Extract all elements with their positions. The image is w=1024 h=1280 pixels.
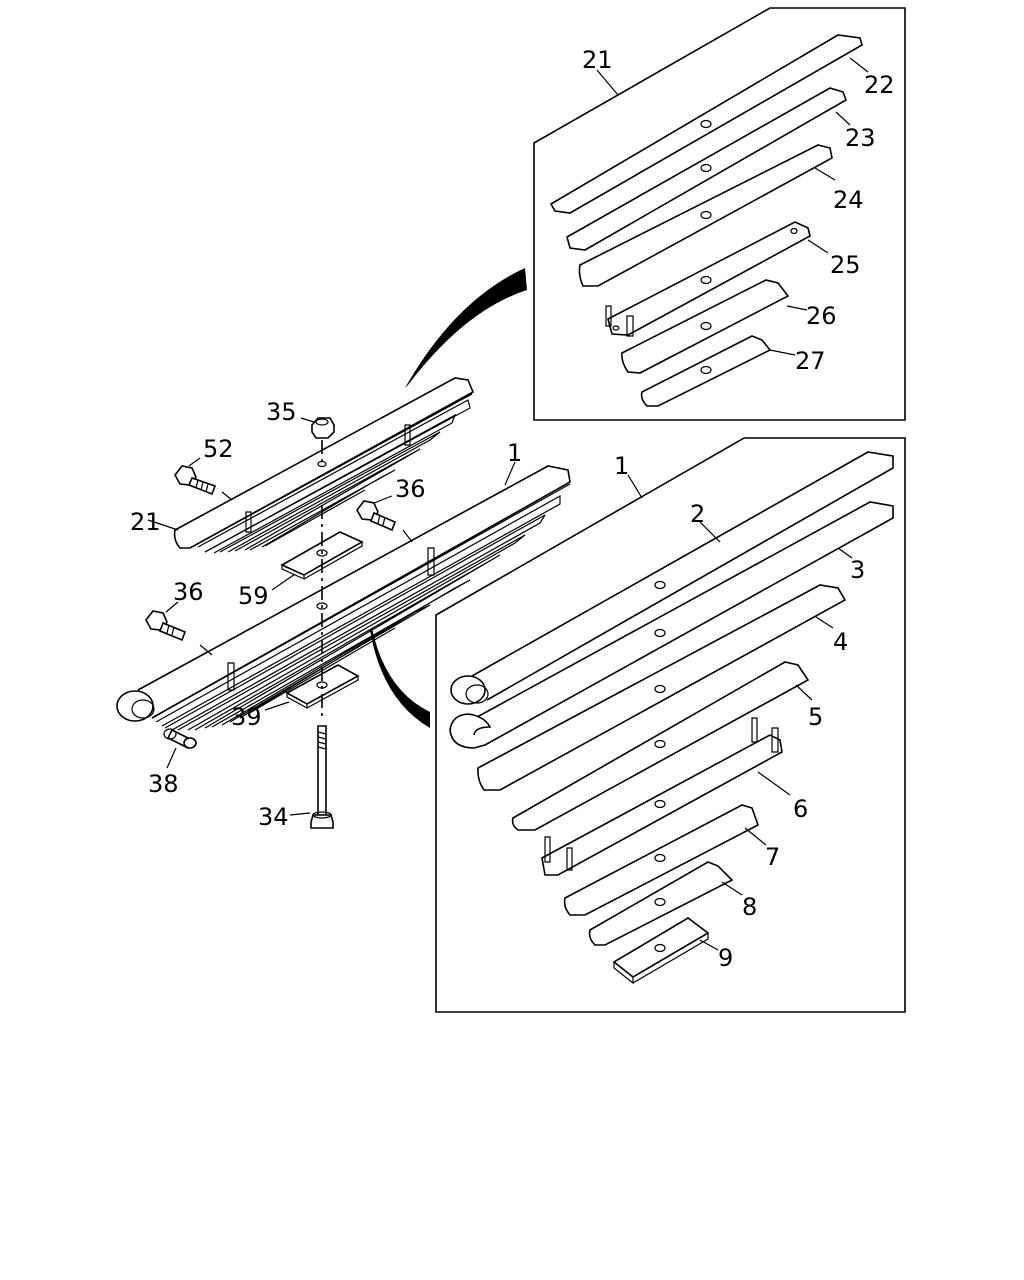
callout-8: 8 bbox=[742, 893, 757, 921]
leader-7 bbox=[744, 827, 767, 846]
detail-box-21-frame bbox=[533, 7, 906, 421]
bolt-36-left: 36 bbox=[145, 578, 213, 656]
callout-25: 25 bbox=[830, 251, 861, 279]
leaf-6 bbox=[541, 717, 783, 876]
leader-24 bbox=[814, 167, 836, 181]
leaf-8 bbox=[588, 861, 734, 946]
leader-21-assembly bbox=[147, 519, 179, 531]
spacer-plate-39: 39 bbox=[231, 664, 360, 731]
callout-1-box: 1 bbox=[614, 452, 629, 480]
callout-2: 2 bbox=[690, 500, 705, 528]
detail-box-1-frame bbox=[435, 437, 906, 1013]
callout-36-left: 36 bbox=[173, 578, 204, 606]
leaf-22 bbox=[549, 34, 863, 214]
leader-6 bbox=[757, 771, 791, 796]
leaf-5 bbox=[511, 661, 810, 831]
callout-39: 39 bbox=[231, 703, 262, 731]
callout-34: 34 bbox=[258, 803, 289, 831]
connector-arc-upper bbox=[405, 268, 527, 388]
callout-23: 23 bbox=[845, 124, 876, 152]
callout-35: 35 bbox=[266, 398, 297, 426]
leader-8 bbox=[721, 881, 743, 896]
callout-21-assembly: 21 bbox=[130, 508, 161, 536]
connector-arc-lower bbox=[370, 628, 430, 728]
callout-5: 5 bbox=[808, 703, 823, 731]
leaf-26 bbox=[621, 279, 790, 374]
leader-26 bbox=[786, 305, 808, 311]
center-bolt-34: 34 bbox=[258, 725, 334, 831]
leader-1-box bbox=[627, 474, 643, 499]
leaf-25 bbox=[605, 221, 811, 337]
callout-3: 3 bbox=[850, 556, 865, 584]
leaf-27 bbox=[640, 335, 772, 407]
leader-5 bbox=[795, 684, 813, 701]
leaf-2 bbox=[450, 451, 894, 705]
detail-box-assembly-1: 1 2 3 4 5 bbox=[435, 437, 906, 1013]
leader-4 bbox=[815, 616, 834, 629]
leader-2 bbox=[699, 521, 721, 543]
callout-24: 24 bbox=[833, 186, 864, 214]
callout-21-box: 21 bbox=[582, 46, 613, 74]
leaf-4 bbox=[477, 584, 847, 791]
callout-38: 38 bbox=[148, 770, 179, 798]
nut-35: 35 bbox=[266, 398, 335, 439]
callout-9: 9 bbox=[718, 944, 733, 972]
bolt-52: 52 bbox=[174, 435, 234, 501]
callout-4: 4 bbox=[833, 628, 848, 656]
callout-27: 27 bbox=[795, 347, 826, 375]
helper-spring-assembly-21: 21 bbox=[130, 377, 475, 554]
callout-59: 59 bbox=[238, 582, 269, 610]
bushing-38: 38 bbox=[148, 728, 197, 798]
callout-22: 22 bbox=[864, 71, 895, 99]
leader-25 bbox=[807, 239, 829, 254]
callout-26: 26 bbox=[806, 302, 837, 330]
leader-3 bbox=[837, 547, 853, 559]
leader-9 bbox=[699, 939, 719, 951]
callout-1-assembly: 1 bbox=[507, 439, 522, 467]
leader-1-assembly bbox=[504, 461, 516, 486]
detail-box-assembly-21: 21 22 23 24 25 bbox=[533, 7, 906, 421]
leader-23 bbox=[835, 111, 851, 126]
leaf-23 bbox=[566, 87, 847, 251]
callout-7: 7 bbox=[765, 843, 780, 871]
center-bolt-axis bbox=[316, 440, 328, 720]
leaf-9 bbox=[612, 917, 710, 985]
callout-52: 52 bbox=[203, 435, 234, 463]
leader-21-box bbox=[596, 69, 619, 96]
leaf-24 bbox=[578, 144, 833, 287]
callout-6: 6 bbox=[793, 795, 808, 823]
leaf-7 bbox=[563, 804, 759, 916]
leader-27 bbox=[769, 349, 796, 356]
leader-22 bbox=[849, 57, 869, 73]
bolt-36-upper: 36 bbox=[356, 475, 426, 543]
main-spring-assembly-1: 1 bbox=[116, 439, 571, 731]
callout-36-upper: 36 bbox=[395, 475, 426, 503]
leaf-3 bbox=[449, 501, 894, 749]
